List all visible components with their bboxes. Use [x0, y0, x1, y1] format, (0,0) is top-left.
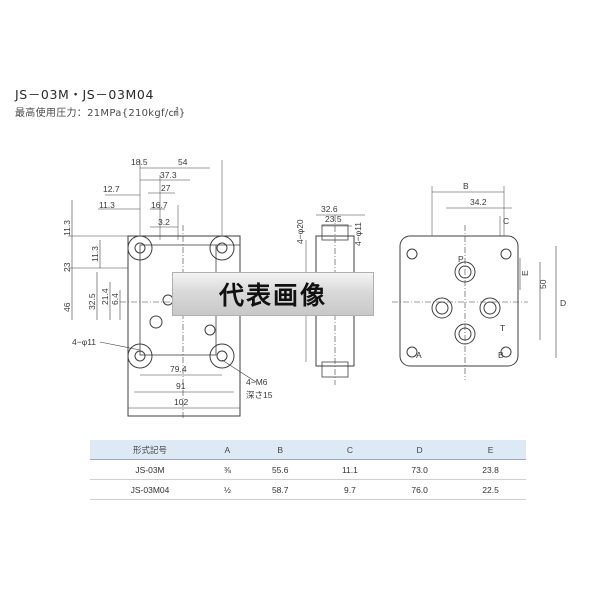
- spec-table: 形式記号 A B C D E JS-03M ⅜ 55.6 11.1 73.0 2…: [90, 440, 526, 500]
- dim-46: 46: [62, 302, 72, 312]
- representative-image-banner: 代表画像: [172, 272, 374, 316]
- header-e: E: [455, 440, 526, 460]
- port-plate-outline: [399, 235, 519, 367]
- dim-27: 27: [161, 183, 171, 193]
- dim-11-3-inner: 11.3: [90, 246, 100, 262]
- table-row: JS-03M ⅜ 55.6 11.1 73.0 23.8: [90, 459, 526, 480]
- table-row: JS-03M04 ½ 58.7 9.7 76.0 22.5: [90, 479, 526, 500]
- mount-hole-tl: [406, 248, 418, 260]
- front-port-2: [204, 324, 216, 336]
- through-hole-label: 4−φ11: [353, 222, 363, 246]
- dim-12-7: 12.7: [103, 184, 120, 194]
- header-d: D: [384, 440, 456, 460]
- dim-21-4: 21.4: [100, 288, 110, 305]
- dim-34-2: 34.2: [470, 197, 487, 207]
- spec-table-header-row: 形式記号 A B C D E: [90, 440, 526, 460]
- front-port-1: [149, 315, 163, 329]
- boss-bottom-left: [127, 343, 153, 369]
- cell-a: ½: [210, 479, 245, 500]
- dim-23: 23: [62, 262, 72, 272]
- port-a: [431, 297, 453, 319]
- dim-e: E: [520, 270, 530, 276]
- dim-3-2: 3.2: [158, 217, 170, 227]
- cell-model: JS-03M04: [90, 479, 210, 500]
- dim-c: C: [503, 216, 509, 226]
- dim-54: 54: [178, 157, 188, 167]
- boss-bottom-right: [209, 343, 235, 369]
- cell-e: 22.5: [455, 479, 526, 500]
- dim-102: 102: [174, 397, 188, 407]
- port-label-p: P: [458, 254, 464, 264]
- mount-hole-tr: [500, 248, 512, 260]
- dim-50: 50: [538, 279, 548, 289]
- dim-23-5: 23.5: [325, 214, 342, 224]
- hole-spec-label: 4−φ11: [72, 337, 96, 347]
- dim-11-3-top: 11.3: [99, 200, 115, 210]
- thread-depth-label: 深さ15: [246, 390, 273, 400]
- cell-e: 23.8: [455, 459, 526, 480]
- cell-model: JS-03M: [90, 459, 210, 480]
- dim-18-5: 18.5: [131, 157, 148, 167]
- dim-16-7: 16.7: [151, 200, 168, 210]
- dim-91: 91: [176, 381, 186, 391]
- dim-37-3: 37.3: [160, 170, 177, 180]
- header-c: C: [315, 440, 385, 460]
- cell-c: 9.7: [315, 479, 385, 500]
- cell-d: 76.0: [384, 479, 456, 500]
- port-label-a: A: [416, 350, 422, 360]
- max-pressure-label: 最高使用圧力：21MPa{210kgf/㎠}: [15, 108, 186, 119]
- dim-11-3-left: 11.3: [62, 220, 72, 236]
- port-view: [392, 186, 557, 380]
- dim-32-5: 32.5: [87, 293, 97, 310]
- thread-spec-label: 4−M6: [246, 377, 268, 387]
- representative-image-text: 代表画像: [218, 281, 327, 310]
- cell-d: 73.0: [384, 459, 456, 480]
- dim-d: D: [560, 298, 566, 308]
- dim-b: B: [463, 181, 469, 191]
- counterbore-label: 4−φ20: [295, 219, 305, 244]
- dim-79-4: 79.4: [170, 364, 187, 374]
- product-title: JS－03M・JS－03M04: [15, 87, 155, 102]
- dim-32-6: 32.6: [321, 204, 338, 214]
- front-plate-outline: [127, 235, 241, 417]
- header-model: 形式記号: [90, 440, 210, 460]
- dim-6-4: 6.4: [110, 293, 120, 305]
- mount-hole-bl: [406, 346, 418, 358]
- cell-b: 58.7: [244, 479, 316, 500]
- mount-hole-br: [500, 346, 512, 358]
- cell-c: 11.1: [315, 459, 385, 480]
- port-label-b: B: [498, 350, 504, 360]
- front-view: [68, 160, 257, 420]
- port-label-t: T: [500, 323, 505, 333]
- boss-top-right: [209, 235, 235, 261]
- port-b: [479, 297, 501, 319]
- header-a: A: [210, 440, 245, 460]
- header-b: B: [244, 440, 316, 460]
- cell-b: 55.6: [244, 459, 316, 480]
- cell-a: ⅜: [210, 459, 245, 480]
